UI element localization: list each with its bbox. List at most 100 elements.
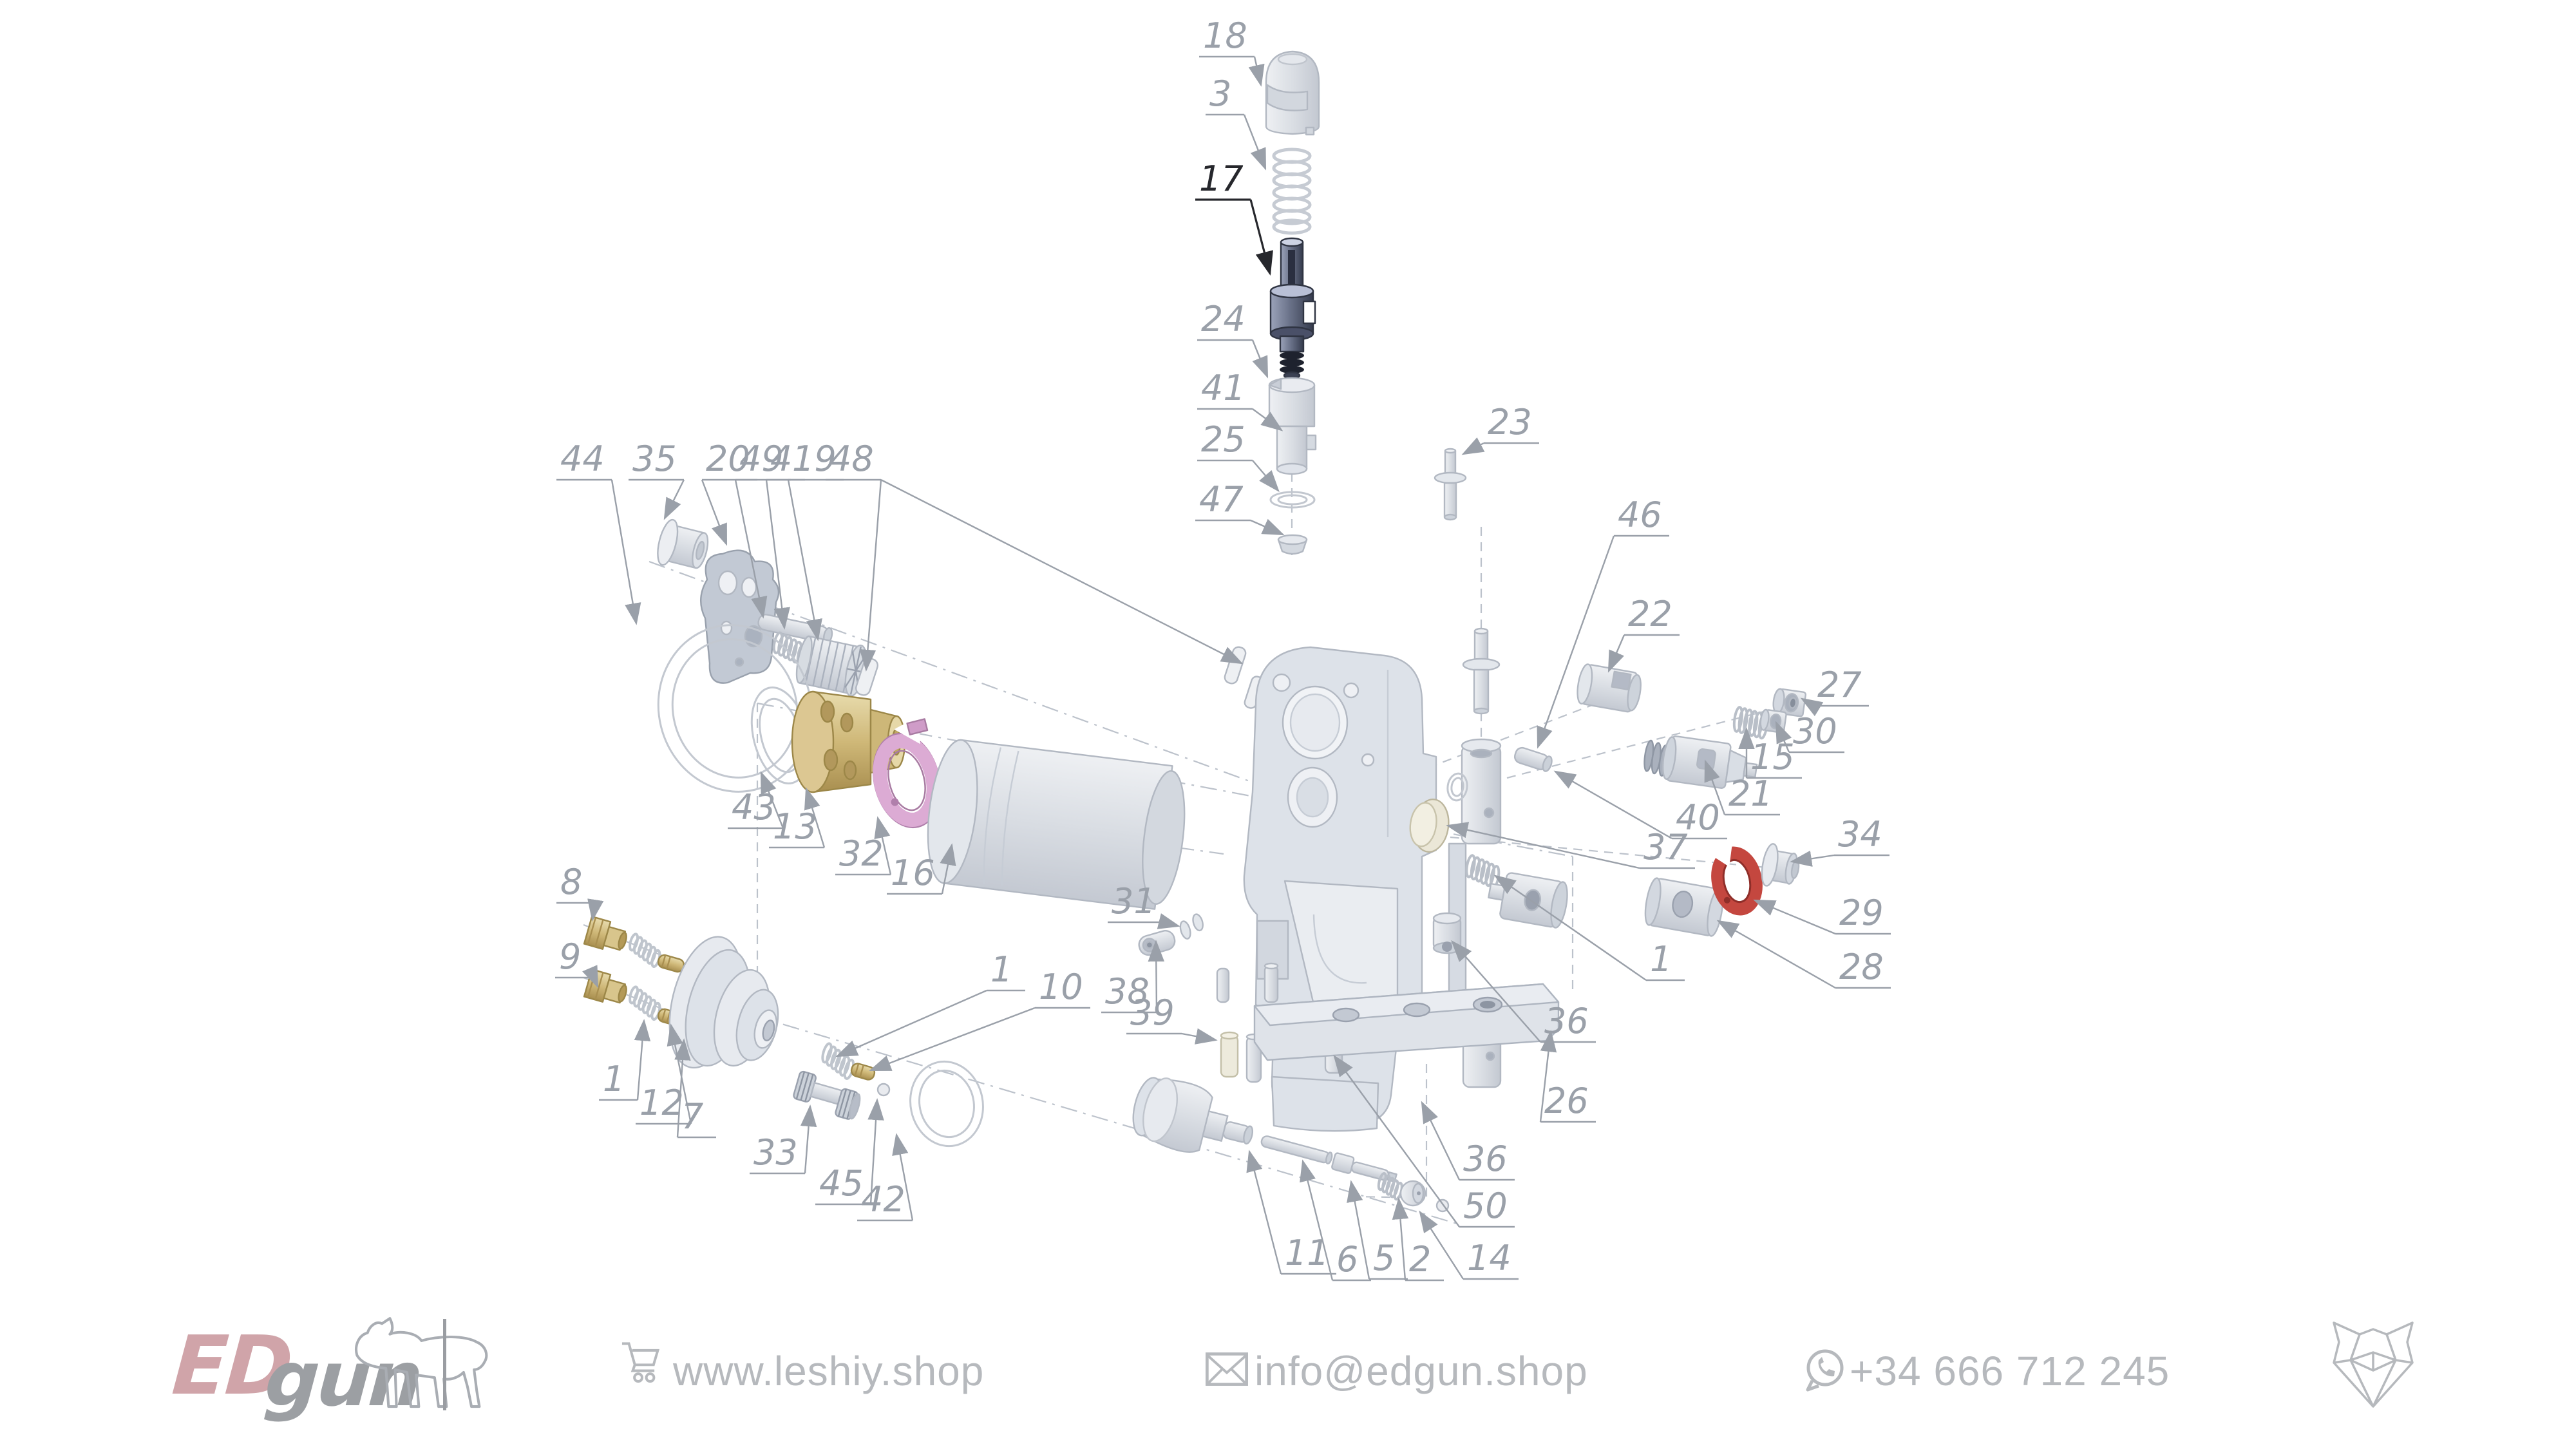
- callout-label-44: 44: [560, 439, 605, 479]
- callout-leader-3: [1243, 114, 1267, 171]
- part-pin-23b: [1462, 627, 1501, 715]
- callout-label-34: 34: [1838, 814, 1882, 855]
- callout-label-28: 28: [1839, 947, 1884, 987]
- callout-label-26: 26: [1544, 1081, 1589, 1121]
- callout-label-22: 22: [1628, 594, 1672, 634]
- callout-label-24: 24: [1201, 299, 1245, 339]
- callout-leader-30: [1775, 721, 1792, 753]
- callout-label-9: 9: [559, 936, 581, 977]
- part-clamp-32-pink: [873, 716, 941, 829]
- footer-divider: [443, 1319, 446, 1410]
- callout-label-4: 4: [770, 439, 792, 479]
- website-link[interactable]: www.leshiy.shop: [673, 1348, 985, 1394]
- part-fitting-8-gold: [583, 915, 627, 951]
- part-cap-2: [1399, 1180, 1426, 1207]
- callout-leader-18: [1248, 56, 1265, 87]
- callout-leader-1: [835, 989, 987, 1057]
- part-nut-30: [1759, 708, 1787, 734]
- part-cap-18: [1265, 50, 1320, 136]
- part-fitting-9-gold: [583, 968, 627, 1004]
- part-bushing-35: [657, 518, 709, 569]
- callout-leader-32: [874, 816, 892, 875]
- callout-label-6: 6: [1336, 1239, 1358, 1280]
- part-cylinder-28: [1644, 877, 1724, 937]
- callout-leader-17: [1249, 199, 1273, 276]
- whatsapp-icon: [1806, 1349, 1844, 1392]
- callout-label-38: 38: [1105, 971, 1150, 1012]
- callout-leader-36: [1451, 940, 1541, 1043]
- callout-leader-5: [1347, 1180, 1370, 1280]
- callout-leader-1: [1493, 875, 1647, 981]
- part-oring-44: [657, 624, 813, 793]
- callout-leader-39: [1181, 1028, 1218, 1045]
- callout-leader-20: [701, 479, 728, 546]
- callout-label-47: 47: [1199, 479, 1244, 520]
- callout-leader-7: [674, 1038, 691, 1138]
- callout-leader-24: [1251, 339, 1269, 379]
- part-cap-7: [668, 936, 779, 1069]
- part-screw-10-gold: [850, 1063, 876, 1081]
- cart-icon: [621, 1342, 660, 1383]
- callout-leader-6: [1300, 1159, 1334, 1281]
- callout-label-13: 13: [773, 806, 817, 847]
- callout-label-18: 18: [1203, 15, 1247, 56]
- callout-leader-49: [734, 479, 768, 619]
- callout-leader-38: [1148, 940, 1165, 1013]
- fox-icon: [2333, 1321, 2414, 1408]
- callout-leader-42: [892, 1133, 914, 1221]
- callout-label-1: 1: [990, 949, 1012, 990]
- callout-leader-8: [587, 898, 604, 922]
- callout-label-2: 2: [1409, 1239, 1431, 1280]
- callout-leader-36: [1421, 1101, 1461, 1180]
- callout-label-30: 30: [1793, 711, 1837, 752]
- part-plug-34: [1761, 843, 1800, 887]
- callout-leader-23: [1461, 437, 1485, 455]
- callout-label-1: 1: [603, 1059, 625, 1099]
- part-screw-5-rod: [1331, 1152, 1397, 1183]
- part-pins-48: [855, 646, 1264, 709]
- callout-leader-40: [1553, 770, 1672, 840]
- part-block-26: [1253, 983, 1560, 1061]
- callout-leader-33: [800, 1104, 817, 1174]
- part-cylinder-19: [795, 635, 867, 697]
- part-knob-11: [1132, 1077, 1254, 1153]
- callout-label-37: 37: [1643, 827, 1688, 867]
- part-valve-17-highlighted: [1269, 237, 1316, 380]
- phone-link[interactable]: +34 666 712 245: [1850, 1348, 2170, 1394]
- callout-leader-47: [1250, 518, 1285, 536]
- callout-leader-21: [1704, 759, 1726, 815]
- callout-leader-26: [1539, 1030, 1557, 1122]
- part-nut-27: [1772, 688, 1806, 717]
- callout-leader-29: [1753, 899, 1836, 935]
- part-oring-40: [1446, 772, 1468, 802]
- callout-label-42: 42: [861, 1179, 905, 1220]
- callout-label-31: 31: [1112, 881, 1156, 922]
- callout-leader-44: [611, 479, 641, 625]
- callout-leader-28: [1716, 920, 1836, 989]
- callout-label-23: 23: [1488, 402, 1532, 442]
- callout-label-19: 19: [792, 439, 837, 479]
- callout-leader-1: [634, 1019, 651, 1101]
- part-spring-1-left-a: [629, 933, 661, 968]
- part-screw-12a-gold: [657, 954, 685, 973]
- callout-label-16: 16: [891, 853, 935, 893]
- callout-label-8: 8: [560, 862, 582, 902]
- callout-label-27: 27: [1817, 665, 1862, 705]
- callout-label-48: 48: [829, 439, 874, 479]
- callout-leader-9: [582, 965, 599, 989]
- callout-label-36: 36: [1463, 1139, 1508, 1179]
- dog-logo-icon: [355, 1317, 488, 1408]
- callout-leader-16: [940, 843, 956, 895]
- callout-leader-48: [859, 479, 882, 672]
- callout-leader-48: [880, 478, 1244, 665]
- callout-label-49: 49: [739, 439, 784, 479]
- callout-label-41: 41: [1201, 368, 1245, 408]
- callout-leader-25: [1252, 460, 1280, 493]
- email-link[interactable]: info@edgun.shop: [1255, 1348, 1588, 1394]
- callout-label-7: 7: [681, 1096, 703, 1137]
- callout-leader-31: [1157, 913, 1180, 929]
- part-spring-1-right: [1465, 854, 1501, 889]
- callout-label-39: 39: [1130, 992, 1175, 1033]
- callout-leader-41: [1252, 408, 1283, 431]
